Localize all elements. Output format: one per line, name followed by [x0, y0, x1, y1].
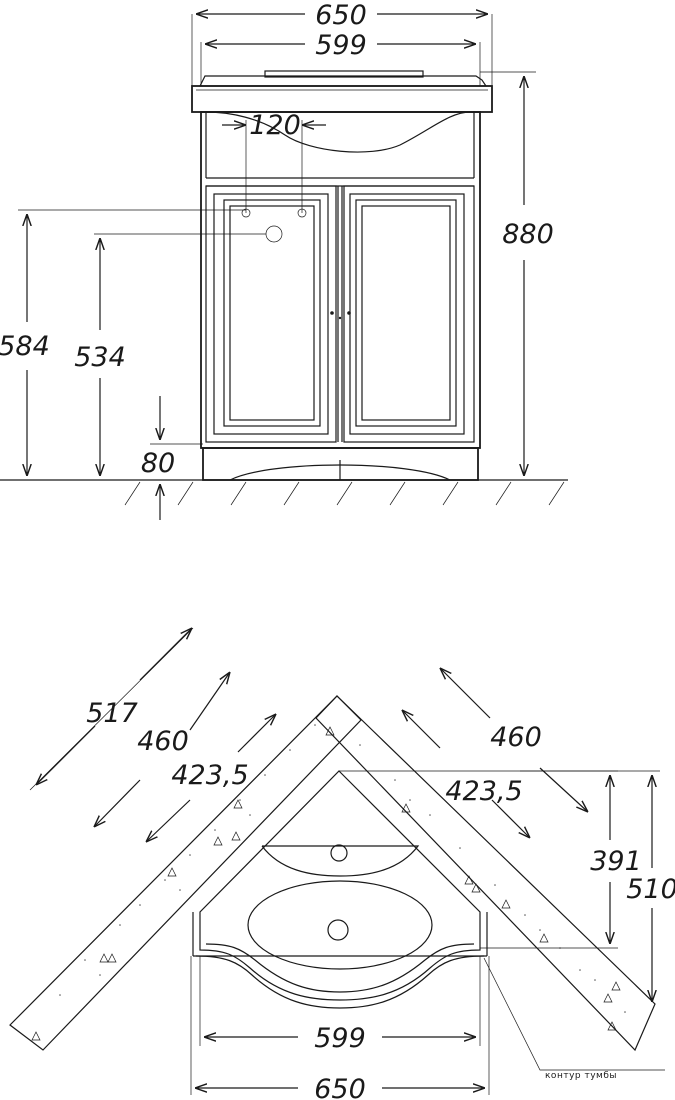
door-right-panel-outer [355, 199, 457, 427]
dim-arrow [402, 710, 441, 749]
countertop-edge-curve [205, 943, 475, 993]
wall-right [315, 695, 656, 1052]
dim-right-mid: 460 [490, 722, 542, 753]
dim-depth-inner: 391 [590, 846, 642, 877]
top-view: 517 460 423,5 460 423,5 391 510 599 [9, 628, 675, 1100]
dim-left-mid: 460 [137, 726, 189, 757]
dim-arrow [94, 779, 141, 827]
dim-arrow [36, 725, 96, 785]
dim-arrow [139, 628, 192, 681]
door-right-frame [349, 193, 465, 435]
drain-icon [327, 919, 349, 941]
door-left-panel-outer [223, 199, 321, 427]
dim-left-outer: 517 [86, 698, 138, 729]
dim-left-inner: 423,5 [171, 760, 248, 791]
cabinet-body [200, 111, 481, 449]
dim-depth-outer: 510 [626, 874, 675, 905]
door-right-panel-inner [361, 205, 451, 421]
drain-outlet-icon [265, 225, 283, 243]
dim-arrow [237, 714, 276, 753]
wall-texture-triangles [31, 726, 621, 1041]
door-left-frame [213, 193, 329, 435]
latch-icon [338, 316, 342, 320]
dim-front-width-inner: 599 [315, 30, 367, 61]
dim-plinth-height: 80 [141, 448, 175, 479]
dim-bottom-inner: 599 [314, 1023, 366, 1054]
wall-texture [59, 724, 626, 1013]
knob-icon [347, 311, 351, 315]
dim-arrow [539, 767, 588, 812]
floor-hatch [124, 481, 565, 506]
dim-bottom-outer: 650 [314, 1074, 366, 1100]
dim-arrow [491, 799, 530, 838]
front-view: 650 599 [0, 0, 568, 520]
basin-bowl-curve [205, 111, 471, 153]
cabinet-outline-note: контур тумбы [545, 1071, 617, 1081]
knob-icon [330, 311, 334, 315]
dim-pipe-lower-height: 534 [74, 342, 126, 373]
leader-line [483, 957, 665, 1071]
dim-drain-offset: 120 [249, 110, 301, 141]
dim-arrow [189, 672, 230, 731]
dim-arrow [146, 799, 191, 842]
basin-top [264, 70, 424, 78]
dim-arrow [440, 668, 491, 719]
dim-pipe-upper-height: 584 [0, 331, 50, 362]
dim-total-height: 880 [502, 219, 554, 250]
faucet-hole-icon [330, 844, 348, 862]
door-left-panel-inner [229, 205, 315, 421]
door-left [205, 185, 337, 443]
dim-front-width-outer: 650 [315, 0, 367, 31]
countertop [199, 770, 481, 1001]
bowl-upper [261, 845, 420, 877]
door-right [343, 185, 475, 443]
countertop-front-curve [195, 955, 485, 1009]
dim-right-inner: 423,5 [445, 776, 522, 807]
basin-bowl [247, 880, 433, 970]
